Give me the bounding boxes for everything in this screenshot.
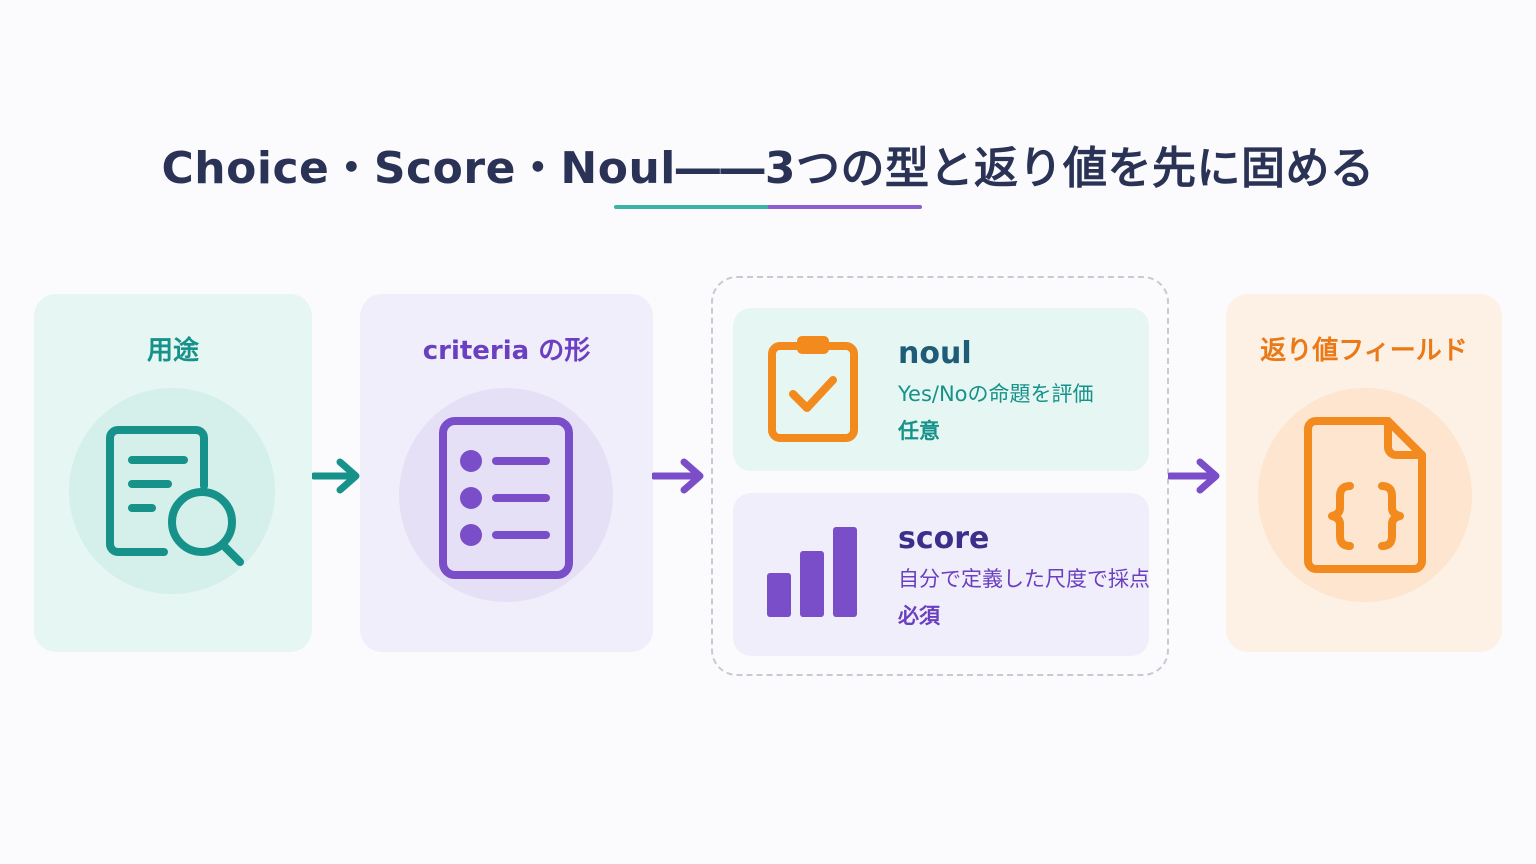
score-requirement: 必須 bbox=[898, 604, 940, 628]
bar-chart-icon bbox=[767, 527, 857, 617]
list-icon bbox=[439, 417, 573, 579]
document-search-icon bbox=[106, 426, 244, 566]
score-description: 自分で定義した尺度で採点 bbox=[898, 567, 1150, 591]
noul-requirement: 任意 bbox=[898, 419, 940, 443]
noul-title: noul bbox=[898, 336, 972, 371]
type-options-group: noul Yes/Noの命題を評価 任意 score 自分で定義した尺度で採点 … bbox=[711, 276, 1169, 676]
json-file-icon bbox=[1304, 417, 1426, 573]
arrow-right-icon bbox=[1168, 458, 1220, 494]
score-card: score 自分で定義した尺度で採点 必須 bbox=[733, 493, 1150, 656]
criteria-card: criteria の形 bbox=[360, 294, 653, 652]
usage-label: 用途 bbox=[146, 336, 199, 366]
return-value-label: 返り値フィールド bbox=[1260, 336, 1468, 366]
page-title: Choice・Score・Noul――3つの型と返り値を先に固める bbox=[161, 143, 1375, 194]
clipboard-check-icon bbox=[768, 336, 858, 442]
arrow-right-icon bbox=[312, 458, 360, 494]
noul-description: Yes/Noの命題を評価 bbox=[898, 382, 1094, 406]
criteria-label: criteria の形 bbox=[422, 336, 591, 366]
arrow-right-icon bbox=[652, 458, 704, 494]
score-title: score bbox=[898, 521, 990, 556]
usage-card: 用途 bbox=[34, 294, 312, 652]
title-underline bbox=[614, 205, 922, 209]
return-value-card: 返り値フィールド bbox=[1226, 294, 1502, 652]
noul-card: noul Yes/Noの命題を評価 任意 bbox=[733, 308, 1149, 471]
